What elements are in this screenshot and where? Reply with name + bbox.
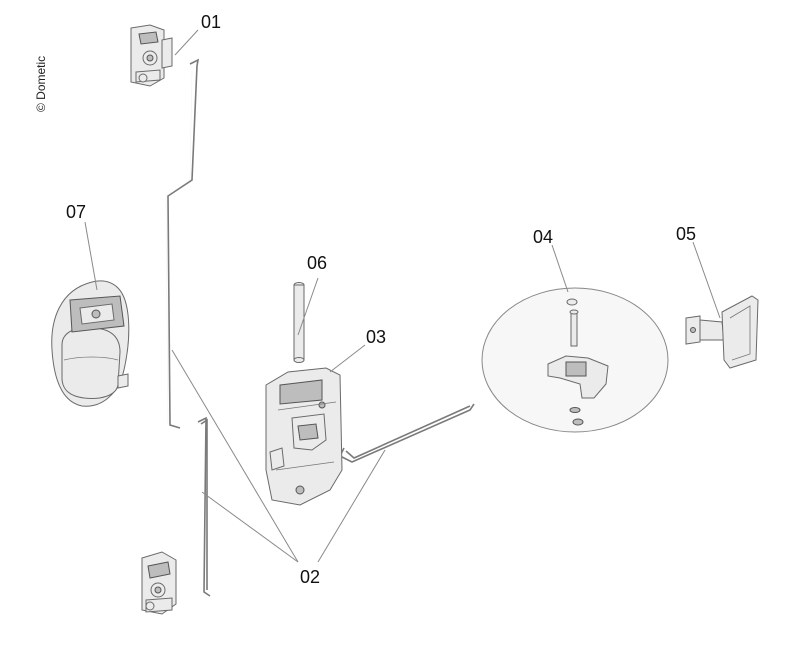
callout-03: 03 [366, 327, 386, 347]
callout-07: 07 [66, 202, 86, 222]
part-02-upper-rod[interactable] [165, 58, 200, 429]
part-03-lock-body[interactable] [265, 367, 343, 506]
part-02-lower-rod[interactable] [197, 416, 211, 597]
callout-01: 01 [201, 12, 221, 32]
leader-02a [171, 349, 299, 563]
leader-01 [174, 29, 199, 56]
part-05-bracket[interactable] [685, 295, 759, 369]
leader-02c [317, 449, 386, 563]
part-06-pin[interactable] [293, 282, 305, 363]
callout-05: 05 [676, 224, 696, 244]
leader-05 [692, 241, 721, 319]
part-02-cross-rod[interactable] [338, 403, 475, 463]
leader-03 [329, 344, 366, 373]
leader-04 [551, 244, 569, 293]
part-01-upper-latch[interactable] [130, 24, 173, 87]
part-07-handle-assembly[interactable] [51, 280, 130, 407]
leader-06 [297, 277, 319, 336]
callout-02: 02 [300, 567, 320, 587]
part-04-detail-circle[interactable] [481, 287, 669, 433]
leader-07 [84, 221, 98, 291]
leader-02b [201, 491, 299, 563]
lower-latch[interactable] [141, 551, 177, 615]
callout-06: 06 [307, 253, 327, 273]
callout-04: 04 [533, 227, 553, 247]
